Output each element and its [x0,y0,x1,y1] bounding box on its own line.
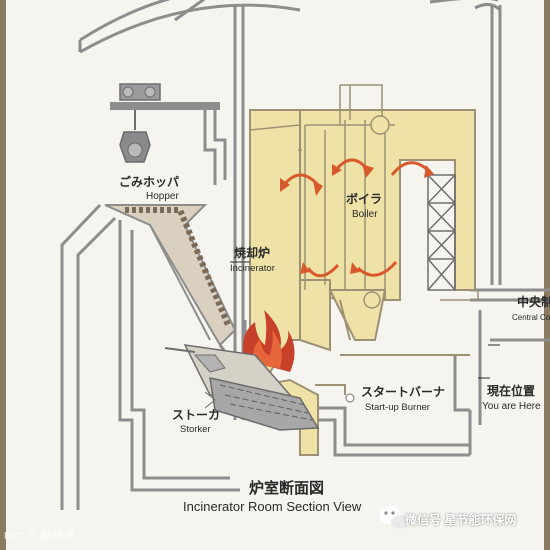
watermark-bottom-left: K5°° 大 都 阿 頃 [4,531,76,542]
building-walls [60,3,550,510]
control-room-label-jp: 中央制 [517,295,550,309]
you-are-here-label-en: You are Here [482,401,541,412]
wechat-icon [379,506,409,529]
watermark-bottom-right: 微信号 星节能环保网 [405,513,517,527]
hopper-label-jp: ごみホッパ [119,175,180,189]
incinerator-label-en: Incinerator [230,263,275,274]
gas-flow-arrowheads [280,164,434,274]
leader-lines [230,261,500,379]
burner-label-jp: スタートバーナ [361,385,446,399]
hopper-chute [104,204,237,347]
grab-bucket-icon [119,131,151,163]
roof-structure [78,0,498,54]
stoker-grate [164,344,320,431]
diagram-title-en: Incinerator Room Section View [183,499,362,514]
crane-trolley-icon [110,83,220,130]
boiler-tubes [249,84,395,309]
boiler-label-jp: ボイラ [346,192,383,206]
diagram-title-jp: 炉室断面図 [249,479,325,497]
stoker-label-en: Storker [180,424,211,435]
hopper-label-en: Hopper [146,191,179,202]
incinerator-label-jp: 焼却炉 [234,246,271,260]
economizer-duct [427,174,479,301]
burner-label-en: Start-up Burner [365,402,430,413]
furnace-boiler-body [249,109,476,456]
boiler-label-en: Boiler [352,209,378,220]
startup-burner [315,354,470,403]
you-are-here-label-jp: 現在位置 [487,384,536,398]
stoker-label-jp: ストーカ [172,408,221,422]
control-room-label-en: Central Co [512,313,550,322]
